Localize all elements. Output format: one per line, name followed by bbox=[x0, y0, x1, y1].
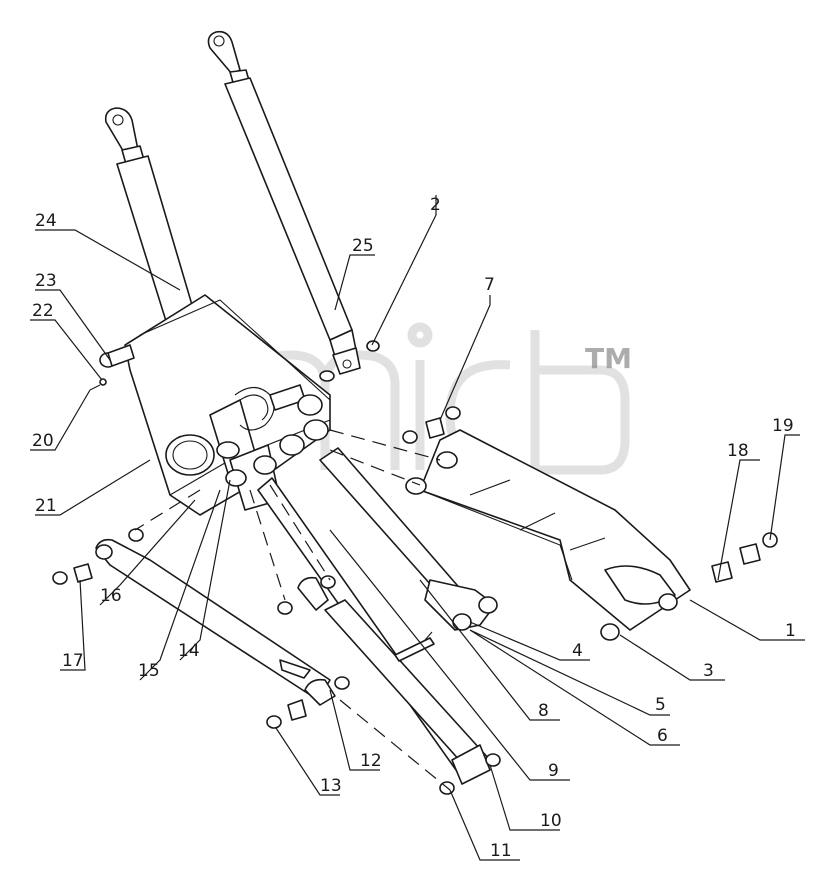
callout-24: 24 bbox=[35, 211, 57, 231]
callout-8: 8 bbox=[538, 701, 549, 721]
main-boom-1 bbox=[405, 429, 691, 641]
cylinder-11 bbox=[277, 575, 501, 795]
callout-2: 2 bbox=[430, 195, 441, 215]
callout-10: 10 bbox=[540, 811, 562, 831]
callout-18: 18 bbox=[727, 441, 749, 461]
callout-20: 20 bbox=[32, 431, 54, 451]
callout-1: 1 bbox=[785, 621, 796, 641]
callout-12: 12 bbox=[360, 751, 382, 771]
callout-16: 16 bbox=[100, 586, 122, 606]
leader-lines bbox=[30, 195, 805, 861]
frame-bracket-21 bbox=[89, 294, 331, 516]
callouts: 1 2 3 4 5 6 7 8 9 10 11 12 13 14 15 16 1… bbox=[32, 195, 796, 861]
callout-6: 6 bbox=[657, 726, 668, 746]
cylinder-25 bbox=[207, 30, 380, 382]
callout-5: 5 bbox=[655, 695, 666, 715]
callout-7: 7 bbox=[484, 275, 495, 295]
lower-link-12 bbox=[52, 528, 350, 729]
assembly-centerlines bbox=[134, 429, 451, 791]
bushings-right bbox=[402, 406, 778, 583]
callout-23: 23 bbox=[35, 271, 57, 291]
callout-15: 15 bbox=[138, 661, 160, 681]
callout-11: 11 bbox=[490, 841, 512, 861]
callout-14: 14 bbox=[178, 641, 200, 661]
watermark-tm: TM bbox=[585, 342, 632, 375]
callout-22: 22 bbox=[32, 301, 54, 321]
cylinder-8 bbox=[319, 447, 498, 631]
callout-9: 9 bbox=[548, 761, 559, 781]
callout-13: 13 bbox=[320, 776, 342, 796]
callout-19: 19 bbox=[772, 416, 794, 436]
callout-25: 25 bbox=[352, 236, 374, 256]
callout-4: 4 bbox=[572, 641, 583, 661]
callout-3: 3 bbox=[703, 661, 714, 681]
callout-21: 21 bbox=[35, 496, 57, 516]
callout-17: 17 bbox=[62, 651, 84, 671]
